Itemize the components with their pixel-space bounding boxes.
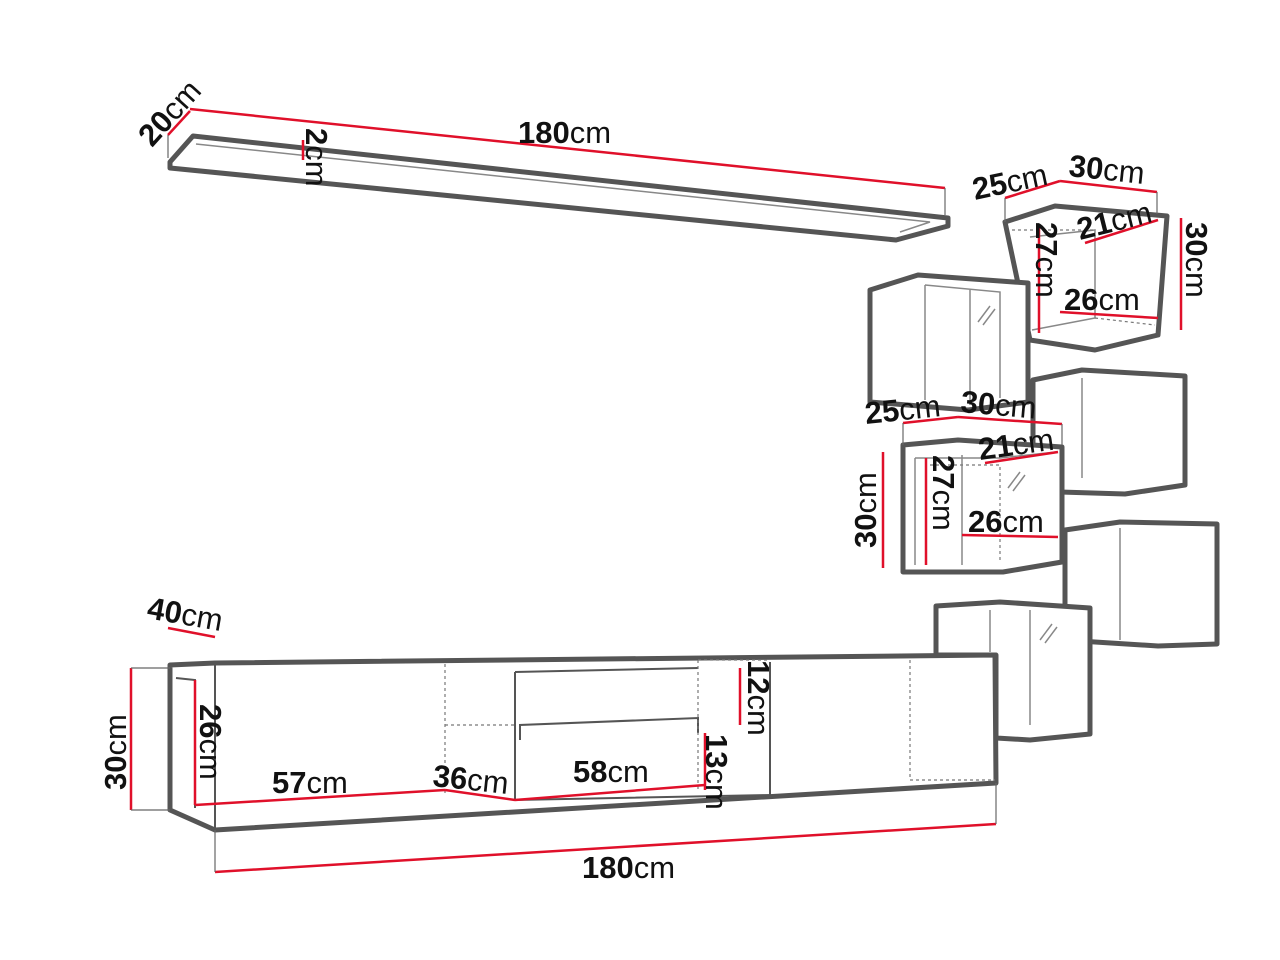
label-cabinet-mid-inner-height: 27cm	[926, 455, 961, 531]
label-cabinet-top-width: 30cm	[1067, 148, 1146, 191]
label-tv-length: 180cm	[582, 850, 675, 885]
label-cabinet-mid-height: 30cm	[848, 472, 883, 548]
label-tv-inner-height: 26cm	[193, 704, 228, 780]
label-tv-compartment-left: 57cm	[272, 765, 348, 800]
label-shelf-length: 180cm	[518, 115, 611, 150]
label-cabinet-mid-inner-depth: 21cm	[976, 422, 1056, 467]
label-cabinet-top-height: 30cm	[1179, 222, 1214, 298]
label-tv-lower-opening: 13cm	[699, 734, 734, 810]
label-tv-compartment-mid-depth: 36cm	[431, 758, 510, 801]
label-cabinet-top-depth: 25cm	[969, 157, 1050, 207]
cabinet-top-right	[1002, 179, 1183, 353]
label-tv-compartment-center: 58cm	[573, 754, 649, 789]
label-cabinet-mid-width: 30cm	[959, 384, 1038, 425]
tv-unit	[129, 626, 999, 874]
dimension-labels: 20cm 180cm 2cm 25cm 30cm 21cm 27cm 26cm …	[98, 73, 1214, 885]
glass-cabinet-upper	[867, 272, 1031, 413]
floating-shelf	[167, 107, 951, 243]
label-cabinet-mid-depth: 25cm	[863, 388, 942, 431]
label-cabinet-top-inner-height: 27cm	[1029, 222, 1064, 298]
label-tv-height: 30cm	[98, 714, 133, 790]
cabinet-middle	[881, 415, 1065, 575]
label-tv-upper-opening: 12cm	[741, 660, 776, 736]
label-cabinet-mid-inner-width: 26cm	[968, 504, 1044, 539]
label-shelf-thickness: 2cm	[299, 128, 334, 187]
label-cabinet-top-inner-width: 26cm	[1064, 282, 1140, 317]
label-tv-depth: 40cm	[145, 590, 226, 638]
label-cabinet-top-inner-depth: 21cm	[1073, 194, 1155, 246]
